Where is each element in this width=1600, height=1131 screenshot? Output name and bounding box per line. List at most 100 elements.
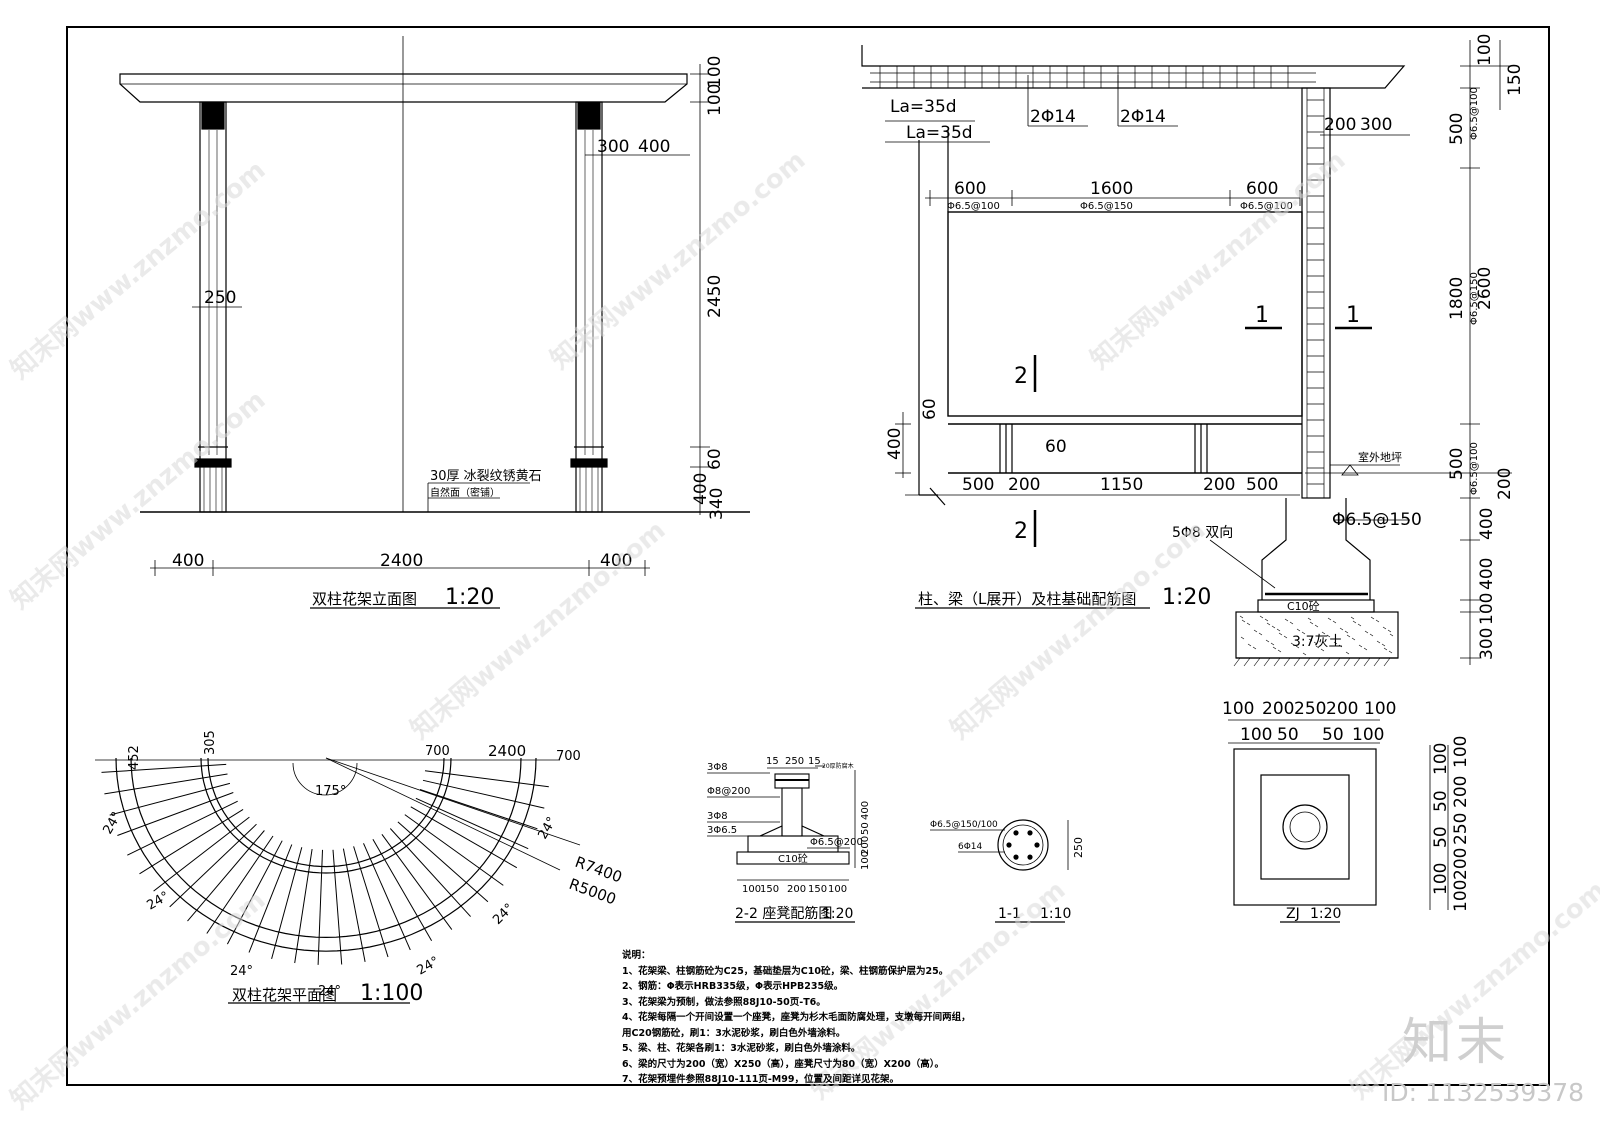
column-label-1: Φ6.5@150/100 (930, 820, 998, 830)
dim-top-a: 100 (705, 84, 725, 116)
soil-hatch (1387, 629, 1392, 633)
plan-rafter (342, 848, 366, 962)
plan-rafter (226, 840, 283, 945)
anchor-2: La=35d (906, 123, 973, 143)
note-item: 3、花架梁为预制，做法参照88J10-50页-T6。 (622, 996, 826, 1008)
note-finish: 自然面（密铺） (430, 486, 500, 499)
plan-rafter (139, 808, 244, 875)
plan-rafter (353, 846, 389, 958)
dim-base-c: 340 (707, 488, 727, 520)
plan-rafter (422, 779, 545, 809)
beam-bottom-dim-4: 150 (808, 884, 827, 895)
soil-hatch (1239, 615, 1244, 619)
footing-title: ZJ (1286, 906, 1300, 922)
plan-top-dim-2: 2400 (488, 742, 526, 760)
soil-hatch (1240, 636, 1245, 640)
note-item: 5、梁、柱、花架各刷1：3水泥砂浆，刷白色外墙涂料。 (622, 1043, 861, 1054)
plan-rafter (317, 849, 323, 965)
plan-rafter (109, 782, 231, 816)
note-item: 6、梁的尺寸为200（宽）X250（高），座凳尺寸为80（宽）X200（高）。 (622, 1058, 944, 1070)
bottom-dim-3: 1150 (1100, 475, 1143, 495)
soil-hatch (1358, 644, 1363, 648)
soil-hatch (1363, 647, 1368, 651)
plan-top-dim-1: 700 (425, 744, 450, 759)
plan-rafter (169, 823, 257, 908)
soil-hatch (1351, 637, 1356, 641)
soil-hatch (1302, 652, 1307, 656)
soil-hatch (1326, 634, 1331, 638)
soil-hatch (1247, 643, 1252, 647)
plan-seg-angle-2: 24° (145, 889, 172, 914)
plan-title: 双柱花架平面图 (232, 986, 337, 1004)
soil-hatch (1382, 626, 1387, 630)
cushion-label: C10砼 (1287, 600, 1320, 613)
plan-seg-angle-5: 24° (415, 954, 442, 979)
plan-rafter (424, 770, 549, 788)
beam-top-dim-3: 15 (808, 756, 821, 767)
note-stone: 30厚 冰裂纹锈黄石 (430, 469, 542, 484)
beam-label-4: 3Φ6.5 (707, 825, 737, 836)
ground-hatch (1273, 657, 1281, 667)
beam-title: 2-2 座凳配筋图 (735, 905, 832, 922)
rebar-dot (1013, 830, 1019, 836)
right-stirrup-2: Φ6.5@150 (1469, 272, 1480, 325)
plan-view (95, 757, 581, 1004)
ground-hatch (1333, 657, 1341, 667)
plan-seg-angle-7: 24° (535, 815, 560, 842)
beam-side-dim-3: 50 (860, 822, 871, 835)
soil-hatch (1264, 618, 1269, 622)
right-dim-c: 500 (1447, 113, 1467, 145)
watermark-logo: 知末 (1402, 1013, 1510, 1071)
watermark-5: 知末网www.znzmo.com (405, 515, 671, 745)
rebar-dot (1013, 854, 1019, 860)
left-dim-400: 400 (885, 428, 905, 460)
soil-hatch (1284, 618, 1289, 622)
top-bar-1: 2Φ14 (1030, 107, 1076, 127)
ground-hatch (1303, 657, 1311, 667)
footing-plan-text: 100 200 250 200 100 100 50 50 100 100 20… (1222, 699, 1471, 922)
soil-hatch (1270, 642, 1275, 646)
soil-hatch (1258, 632, 1263, 636)
soil-hatch (1289, 621, 1294, 625)
plan-seg-angle-1: 24° (100, 810, 125, 837)
footing-side-inner-2: 50 (1431, 790, 1451, 812)
plan-rafter (389, 828, 471, 917)
footing-side-dim-4: 200 (1451, 848, 1471, 880)
soil-hatch (1307, 617, 1312, 621)
ground-hatch (1343, 657, 1351, 667)
right-dim-j: 100 (1477, 593, 1497, 625)
soil-hatch (1364, 630, 1369, 634)
soil-hatch (1295, 645, 1300, 649)
dim-base-a: 60 (705, 448, 725, 470)
dim-right-overhang: 400 (600, 551, 632, 571)
footing-side-dim-3: 250 (1451, 813, 1471, 845)
right-dim-a: 100 (1475, 34, 1495, 66)
plan-seg-angle-6: 24° (490, 901, 517, 928)
soil-hatch (1321, 631, 1326, 635)
ground-hatch (1383, 657, 1391, 667)
dim-base-b: 400 (691, 473, 711, 505)
plan-rafter (101, 763, 227, 773)
right-stirrup-3: Φ6.5@100 (1469, 442, 1480, 495)
plan-rafter (127, 800, 238, 856)
soil-hatch (1246, 622, 1251, 626)
plan-rafter (104, 773, 228, 795)
rebar-text: La=35d La=35d 2Φ14 2Φ14 200 300 600 1600… (885, 34, 1525, 660)
ground-hatch (1373, 657, 1381, 667)
stirrup-3: Φ6.5@100 (1240, 201, 1293, 212)
beam-side-dim-1: 400 (860, 801, 871, 820)
footing-inner-dim-3: 50 (1322, 725, 1344, 745)
beam-label-6: C10砼 (778, 852, 808, 865)
soil-hatch (1309, 621, 1314, 625)
soil-hatch (1253, 629, 1258, 633)
column-section-view (930, 819, 1069, 923)
ground-hatch (1283, 657, 1291, 667)
note-item: 1、花架梁、柱钢筋砼为C25，基础垫层为C10砼，梁、柱钢筋保护层为25。 (622, 965, 949, 977)
rebar-dot (1034, 842, 1040, 848)
footing-top-dim-3: 250 (1294, 699, 1326, 719)
column-scale: 1:10 (1040, 906, 1071, 922)
rebar-view (861, 40, 1512, 667)
soil-hatch (1369, 633, 1374, 637)
plan-rafter (381, 834, 453, 930)
